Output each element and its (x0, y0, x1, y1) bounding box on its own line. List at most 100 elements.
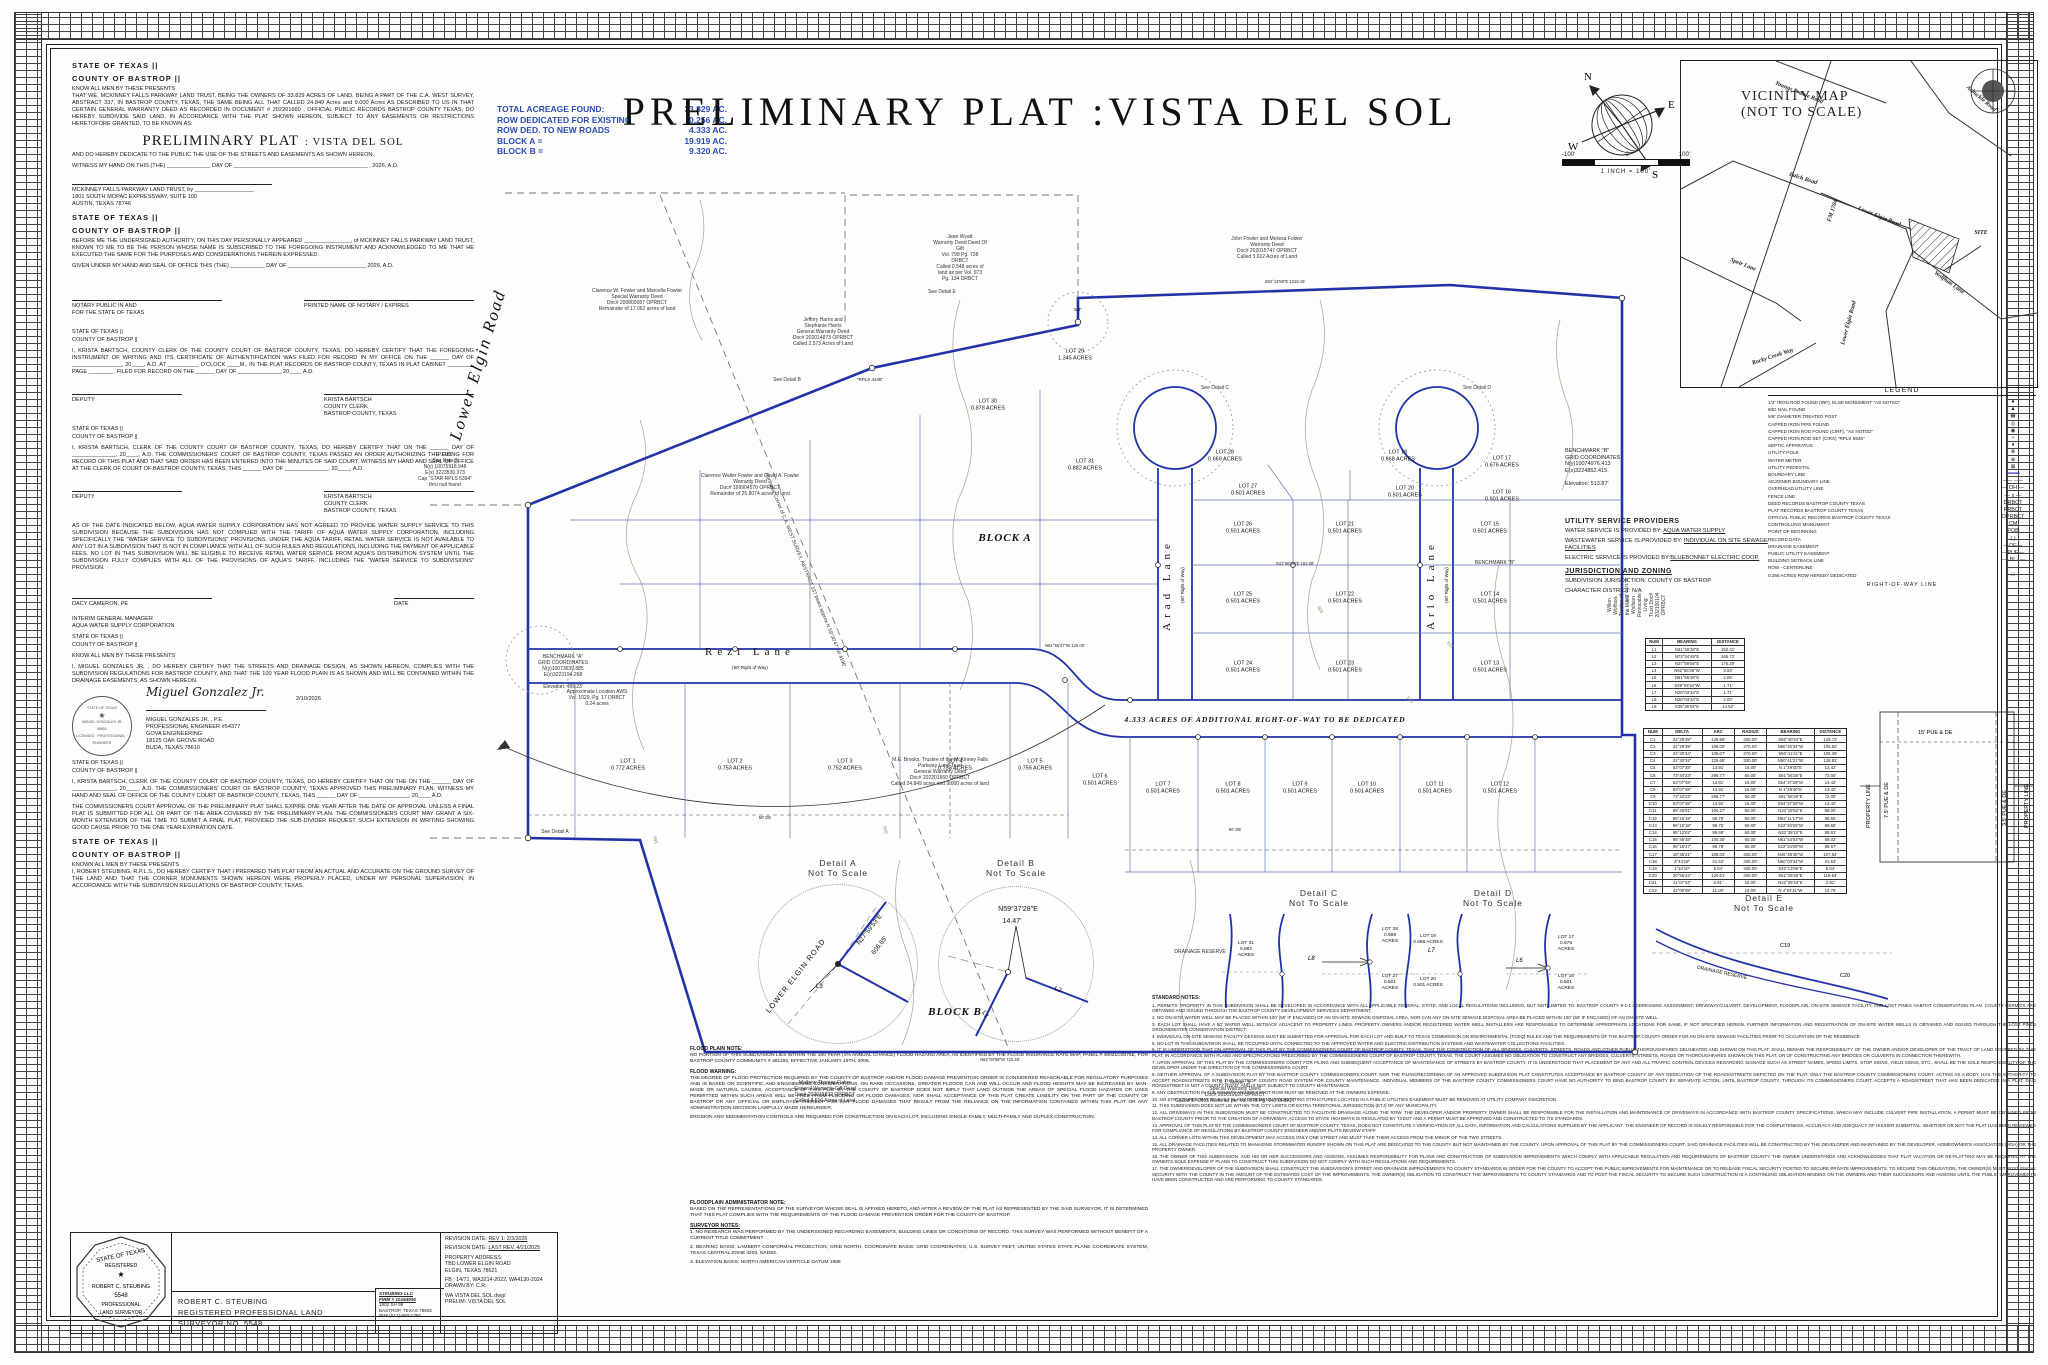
plat-drawing: Lower Elgin Road Rezi Lane (60' Right of… (415, 140, 1667, 1104)
standard-note-item: 13. APPROVAL OF THIS PLAT BY THE COMMISS… (1152, 1122, 2036, 1134)
acreage-row: BLOCK B = 9.320 AC. (497, 146, 727, 157)
legend-item: BUILDING SETBACK LINE — ·BL· — (1768, 557, 2036, 564)
surveyor-notes-heading: SURVEYOR NOTES: (690, 1223, 741, 1229)
legend-item-label: SEPTIC APPARATUS (1768, 443, 1813, 449)
plat-label: N61°55'47"W 120.00' (1045, 643, 1085, 648)
detail-a: Detail A Not To Scale L3 LOWER ELGIN ROA… (748, 858, 928, 1048)
detail-e-title: Detail E Not To Scale (1733, 893, 1795, 913)
scale-tick: -100' (1562, 152, 1576, 158)
legend-item-label: 1/2" IRON ROD FOUND (IRF), ELSE MONUMENT… (1768, 400, 1901, 406)
plat-label: BLOCK A (978, 532, 1032, 544)
standard-note-item: 16. THE OWNER OF THIS SUBDIVISION, AND H… (1152, 1153, 2036, 1165)
flood-plain-heading: FLOOD PLAIN NOTE: (690, 1046, 743, 1052)
legend-item-symbol: ● (2011, 399, 2015, 406)
legend-item: 5/8" DIAMETER TREATED POST ▦ (1768, 413, 2036, 420)
row-propline-left: PROPERTY LINE (1866, 784, 1872, 828)
plat-label: S41°56'38"E 182.00' (1275, 561, 1315, 566)
surveyor-name-block: ROBERT C. STEUBING REGISTERED PROFESSION… (172, 1291, 376, 1333)
legend-item-symbol: PRBCT (2003, 506, 2023, 513)
detail-d-lot17: LOT 17 0.676 ACRES (1557, 935, 1575, 952)
engineer-sig-rule (146, 710, 266, 713)
vicinity-map: VICINITY MAP (NOT TO SCALE) (1680, 60, 2038, 388)
scale-bar: -100' 0 100' 1 INCH = 100' (1556, 152, 1696, 196)
detail-c-lot31: LOT 31 0.882 ACRES (1237, 941, 1255, 958)
legend-item: CAPPED IRON PIPE FOUND ◎ (1768, 421, 2036, 428)
notary-left: NOTARY PUBLIC IN AND FOR THE STATE OF TE… (72, 300, 222, 317)
legend-item-symbol: ▦ (2010, 413, 2016, 420)
seal-registered: REGISTERED (105, 1263, 138, 1269)
dedicate2: AND DO HEREBY DEDICATE TO THE PUBLIC THE… (72, 152, 375, 158)
flood-warning-heading: FLOOD WARNING: (690, 1069, 737, 1075)
inner-frame2 (50, 48, 1998, 1317)
compass-n: N (1584, 71, 1592, 83)
contour-lines (625, 199, 1574, 1046)
plat-subtitle: PRELIMINARY PLAT : VISTA DEL SOL (142, 133, 404, 149)
plat-label: LOT 7 0.501 ACRES (1146, 781, 1180, 795)
legend-item-symbol: — OH — (2001, 485, 2025, 492)
plat-label: LOT 14 0.501 ACRES (1473, 591, 1507, 605)
engineer-date: 2/10/2026 (296, 696, 321, 702)
plat-label: S62°13'59"E 1218.15' (1264, 279, 1306, 284)
legend-item-symbol: ⊗ (2010, 449, 2016, 456)
plat-label: LOT 22 0.501 ACRES (1328, 591, 1362, 605)
flood-plain-text: NO PORTION OF THIS SUBDIVISION LIES WITH… (690, 1053, 1148, 1064)
state5: STATE OF TEXAS || (72, 634, 123, 640)
acreage-value: 9.320 AC. (689, 146, 727, 156)
adjoiner-lines (430, 192, 1079, 1053)
scale-caption: 1 INCH = 100' (1600, 169, 1652, 175)
plat-label: LOT 27 0.501 ACRES (1231, 483, 1265, 497)
seal-professional: PROFESSIONAL (102, 1302, 141, 1308)
legend-item-symbol: ––– ––– (2003, 478, 2023, 485)
surveyor-notes: FLOODPLAIN ADMINISTRATOR NOTE: BASED ON … (690, 1196, 1148, 1269)
clerk-name-block: KRISTA BARTSCH COUNTY CLERK BASTROP COUN… (324, 394, 474, 418)
electric-service: ELECTRIC SERVICE IS PROVIDED BY:BLUEBONN… (1565, 555, 1760, 561)
plat-label: (60' Right of Way) (1180, 567, 1185, 603)
legend-item-symbol: —DE— (2003, 542, 2023, 549)
presents-line: KNOW ALL MEN BY THESE PRESENTS (72, 86, 176, 92)
row-pue35-label: 3.5' PUE & DE (2002, 790, 2008, 826)
plat-label: LOT 29 1.345 ACRES (1058, 348, 1092, 362)
approval-paragraph: THE COMMISSIONERS COURT APPROVAL OF THE … (72, 804, 474, 831)
detail-e: Detail E Not To Scale C19 C20 DRAINAGE R… (1652, 893, 1892, 1011)
detail-e-c19: C19 (1780, 943, 1790, 949)
acreage-summary: TOTAL ACREAGE FOUND: 33.829 AC. ROW DEDI… (497, 104, 727, 157)
easement-lines (528, 683, 1622, 851)
plat-label: Approximate Location AWS Vol. 1029, Pg. … (566, 689, 628, 707)
floodplain-admin-text: BASED ON THE REPRESENTATIONS OF THE SURV… (690, 1207, 1148, 1218)
notary-right: PRINTED NAME OF NOTARY / EXPIRES (304, 300, 474, 317)
detail-a-title: Detail A Not To Scale (807, 858, 869, 878)
legend-item-symbol: — x — (2004, 492, 2022, 499)
legend-item-symbol: ○ (2011, 435, 2015, 442)
detail-b-distance: 14.47' (1002, 918, 1022, 925)
acreage-value: 0.256 AC. (689, 114, 727, 125)
firm-name: STEUBING LLC FIRM # 10194936 (379, 1291, 416, 1302)
legend-item-label: FENCE LINE (1768, 493, 1796, 499)
aqua-signer: DACY CAMERON, PE (72, 598, 212, 608)
legend-item-label: 60D NAIL FOUND (1768, 407, 1806, 413)
plat-label: Mathew Thomas Fisher General Warranty Gi… (794, 1080, 856, 1104)
vicinity-road-label: SITE (1974, 230, 1988, 236)
detail-c-lot28: LOT 28 0.669 ACRES (1381, 927, 1399, 944)
plat-label: "RPLS 4248" (856, 377, 884, 382)
utility-providers: UTILITY SERVICE PROVIDERS WATER SERVICE … (1565, 518, 1780, 598)
legend-item: PLAT RECORDS BASTROP COUNTY TEXAS PRBCT (1768, 507, 2036, 514)
compass-e: E (1668, 99, 1675, 111)
plat-label: 495 (652, 835, 659, 845)
standard-note-item: 7. UPON APPROVAL OF THIS PLAT BY THE COM… (1152, 1059, 2036, 1071)
erosion-text: EROSION AND SEDIMENTATION CONTROLS ARE R… (690, 1115, 1096, 1120)
legend-item: BOUNDARY LINE ━━━━ (1768, 471, 2036, 478)
standard-note-item: 2. NO ON-SITE WATER WELL MAY BE PLACED W… (1152, 1014, 1659, 1020)
acreage-label: ROW DEDICATED FOR EXISTING (497, 114, 632, 125)
plat-label: LOT 19 0.668 ACRES (1381, 449, 1415, 463)
legend-item: PUBLIC UTILITY EASEMENT —PUE— (1768, 550, 2036, 557)
